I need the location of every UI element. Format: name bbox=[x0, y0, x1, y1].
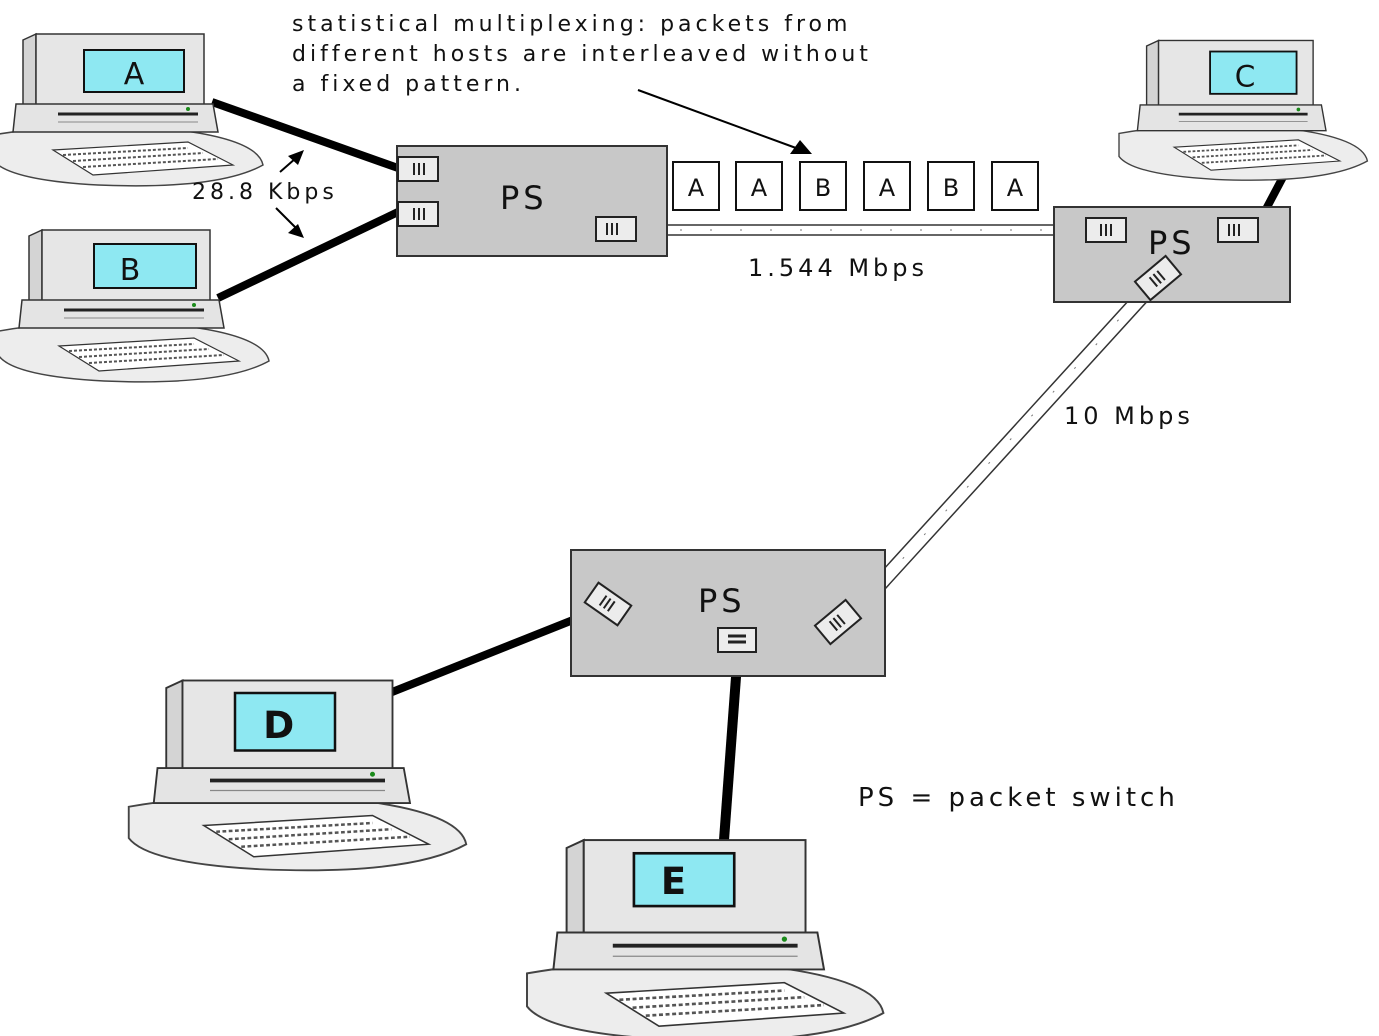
switch-right bbox=[1053, 206, 1291, 303]
switch-bottom-label: PS bbox=[698, 582, 746, 620]
host-d-screen bbox=[233, 691, 337, 752]
port-icon bbox=[583, 581, 633, 627]
port-icon bbox=[717, 627, 757, 653]
annotation-line-3: a fixed pattern. bbox=[292, 72, 525, 97]
link-host-d bbox=[370, 610, 590, 704]
packet: A bbox=[735, 161, 783, 211]
annotation-line-2: different hosts are interleaved without bbox=[292, 42, 872, 67]
packet-label: A bbox=[879, 174, 896, 202]
switch-bottom bbox=[570, 549, 886, 677]
host-e-label: E bbox=[661, 860, 686, 903]
packet: A bbox=[863, 161, 911, 211]
host-e-screen bbox=[632, 851, 736, 908]
port-icon bbox=[1217, 217, 1259, 243]
arrow-rate-up bbox=[279, 150, 304, 173]
packet-label: A bbox=[751, 174, 768, 202]
packet-label: B bbox=[815, 174, 831, 202]
packet-label: A bbox=[1007, 174, 1024, 202]
arrow-rate-down bbox=[275, 207, 304, 238]
switch-left bbox=[396, 145, 668, 257]
packet: B bbox=[799, 161, 847, 211]
host-d-label: D bbox=[263, 703, 294, 747]
host-b-label: B bbox=[120, 253, 141, 288]
legend: PS = packet switch bbox=[858, 783, 1179, 813]
host-a: A bbox=[0, 32, 265, 188]
switch-left-label: PS bbox=[500, 179, 548, 217]
fast-rate-label: 10 Mbps bbox=[1064, 402, 1194, 430]
packet-row: A A B A B A bbox=[672, 161, 1039, 211]
packet: A bbox=[672, 161, 720, 211]
host-c-label: C bbox=[1235, 59, 1256, 93]
switch-right-label: PS bbox=[1148, 224, 1196, 262]
host-b: B bbox=[0, 228, 271, 384]
host-b-screen bbox=[93, 243, 197, 289]
packet-label: A bbox=[688, 174, 705, 202]
access-rate-label: 28.8 Kbps bbox=[192, 180, 338, 205]
trunk-rate-label: 1.544 Mbps bbox=[748, 254, 928, 282]
link-host-a bbox=[210, 98, 400, 172]
host-c-screen bbox=[1209, 50, 1298, 95]
host-a-label: A bbox=[124, 57, 145, 92]
port-icon bbox=[1133, 254, 1183, 302]
packet-label: B bbox=[943, 174, 959, 202]
host-a-screen bbox=[83, 49, 185, 93]
link-host-b bbox=[216, 208, 400, 302]
packet: A bbox=[991, 161, 1039, 211]
trunk-link bbox=[637, 224, 1087, 236]
port-icon bbox=[397, 201, 439, 227]
fast-link bbox=[850, 287, 1154, 613]
host-c: C bbox=[1117, 39, 1369, 182]
host-d: D bbox=[126, 678, 469, 873]
port-icon bbox=[1085, 217, 1127, 243]
annotation-line-1: statistical multiplexing: packets from bbox=[292, 12, 851, 37]
port-icon bbox=[813, 598, 863, 646]
packet: B bbox=[927, 161, 975, 211]
link-host-e bbox=[719, 649, 743, 841]
port-icon bbox=[595, 216, 637, 242]
arrow-annotation bbox=[637, 89, 812, 154]
host-e: E bbox=[525, 838, 886, 1036]
port-icon bbox=[397, 156, 439, 182]
